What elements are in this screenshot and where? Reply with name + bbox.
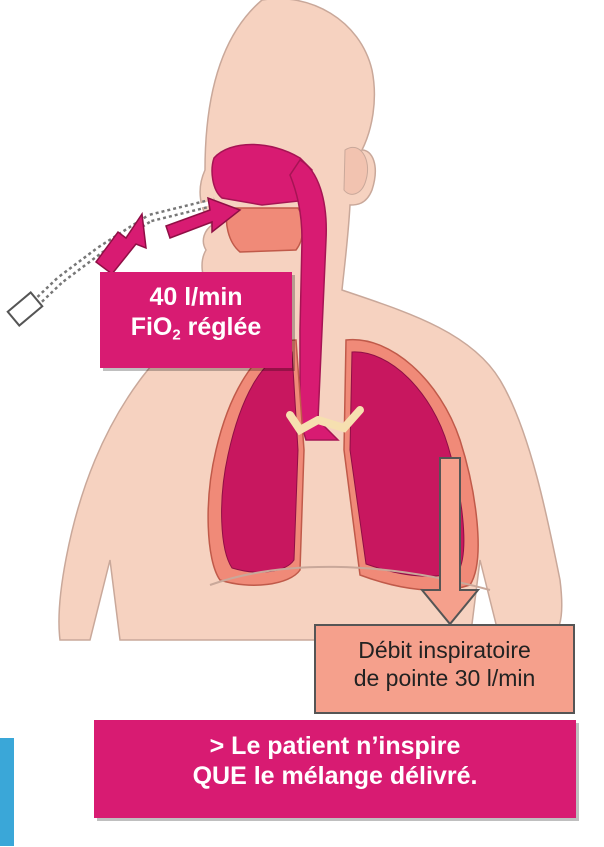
cannula-connector (8, 292, 43, 325)
flow-rate-box: 40 l/min FiO2 réglée (100, 272, 292, 368)
peak-flow-line-1: Débit inspiratoire (316, 637, 573, 665)
conclusion-line-1: > Le patient n’inspire (94, 731, 576, 761)
conclusion-line-2: QUE le mélange délivré. (94, 761, 576, 791)
peak-flow-line-2: de pointe 30 l/min (316, 665, 573, 693)
journal-logo (0, 738, 14, 846)
fio2-suffix: réglée (181, 313, 262, 341)
fio2-prefix: FiO (131, 313, 173, 341)
fio2-subscript: 2 (172, 327, 180, 344)
oral-cavity (227, 208, 304, 252)
conclusion-banner: > Le patient n’inspire QUE le mélange dé… (94, 720, 576, 818)
flow-rate-label: 40 l/min (100, 282, 292, 312)
fio2-label: FiO2 réglée (100, 312, 292, 345)
peak-flow-box: Débit inspiratoire de pointe 30 l/min (314, 624, 575, 714)
